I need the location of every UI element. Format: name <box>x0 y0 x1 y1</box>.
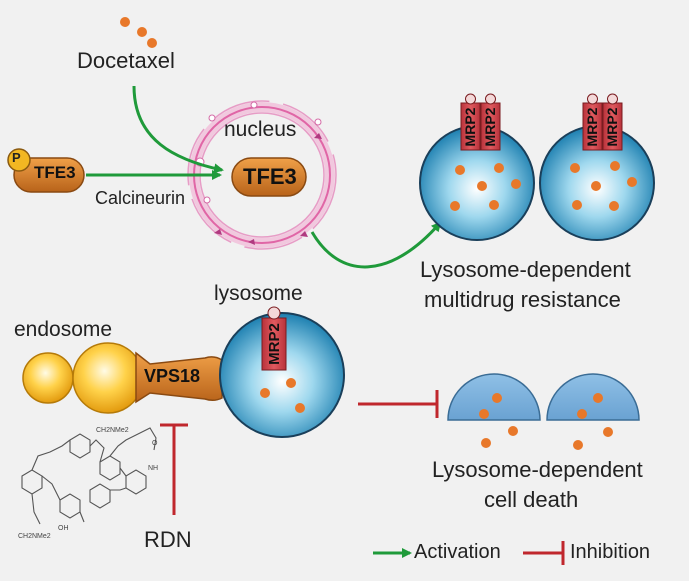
rdn-inhibition-bar <box>160 423 188 515</box>
ruptured-lysosomes <box>447 373 640 450</box>
tfe3-nuclear-shape <box>231 157 307 197</box>
mrp2-label: MRP2 <box>604 107 620 146</box>
tfe3-phospho-shape <box>7 148 85 193</box>
calcineurin-label: Calcineurin <box>95 188 186 208</box>
mrp2-label: MRP2 <box>266 323 283 365</box>
nh-label: NH <box>148 465 158 472</box>
mrp2-pump: MRP2 <box>480 93 501 151</box>
tfe3-phospho-label: TFE3 <box>34 163 76 182</box>
death-label-line2: cell death <box>484 487 579 512</box>
drug-dots <box>260 378 305 413</box>
rdn-chemical-structure <box>21 427 157 525</box>
death-label-line1: Lysosome-dependent <box>432 457 643 482</box>
lysosome-label: lysosome <box>214 282 303 305</box>
docetaxel-dots <box>120 17 157 48</box>
drug-dots <box>450 163 521 211</box>
legend-activation-label: Activation <box>414 541 501 563</box>
mrp2-label: MRP2 <box>482 107 498 146</box>
amine-label-bottom: CH2NMe2 <box>18 533 51 540</box>
mrp2-pump: MRP2 <box>582 93 603 151</box>
mrp2-pump: MRP2 <box>602 93 623 151</box>
mrp2-pump: MRP2 <box>261 306 287 371</box>
hydroxyl-label: OH <box>58 525 69 532</box>
mrp2-pump: MRP2 <box>460 93 481 151</box>
central-lysosome: MRP2 <box>219 306 345 438</box>
resistance-label-line2: multidrug resistance <box>424 287 621 312</box>
oxo-label: O <box>152 440 158 447</box>
docetaxel-label: Docetaxel <box>77 48 175 73</box>
endosome-label: endosome <box>14 318 113 341</box>
mrp2-label: MRP2 <box>462 107 478 146</box>
nucleus-label: nucleus <box>224 118 297 141</box>
resistant-lysosome-2: MRP2 MRP2 <box>539 93 655 241</box>
vps18-label: VPS18 <box>144 366 201 386</box>
lysosome-inhibition-bar <box>358 390 439 418</box>
phospho-mark: P <box>12 150 21 165</box>
nucleus-to-lysosomes-arrow <box>310 221 442 269</box>
vps18-shape <box>135 351 223 404</box>
mrp2-label: MRP2 <box>584 107 600 146</box>
chemical-structure-labels: CH2NMe2 CH2NMe2 NH O OH <box>18 427 158 540</box>
endosome-vesicles <box>22 342 144 414</box>
released-drug-dots <box>479 393 613 450</box>
rdn-label: RDN <box>144 527 192 552</box>
amine-label-top: CH2NMe2 <box>96 427 129 434</box>
resistant-lysosome-1: MRP2 MRP2 <box>419 93 535 241</box>
tfe3-nuclear-label: TFE3 <box>243 164 297 189</box>
inhibition-bar-icon <box>523 541 565 565</box>
drug-dots <box>570 161 637 211</box>
resistance-label-line1: Lysosome-dependent <box>420 257 631 282</box>
docetaxel-to-nucleus-arrow <box>132 85 224 174</box>
legend-inhibition-label: Inhibition <box>570 541 651 563</box>
